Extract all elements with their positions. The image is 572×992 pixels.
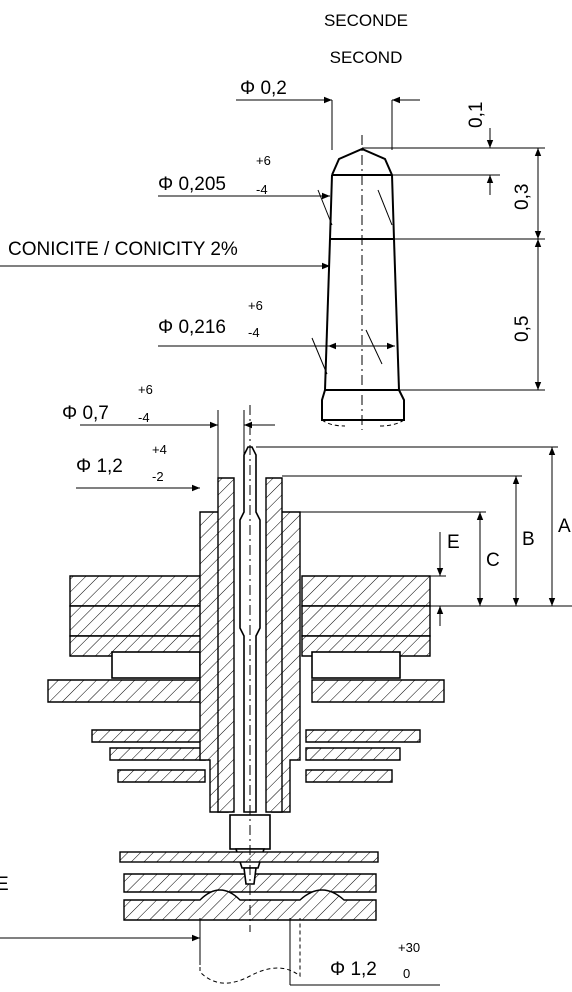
dim-d2-upper: +6 (248, 298, 263, 313)
dim-d3-lower: -4 (138, 410, 150, 425)
dim-cone-height: 0,3 (512, 184, 533, 210)
dim-tip-height: 0,1 (466, 102, 487, 128)
title-line2: SECOND (330, 48, 403, 67)
assembly-section (47, 405, 445, 932)
dim-d1-upper: +6 (256, 153, 271, 168)
pin-tip-detail (321, 135, 405, 430)
title-line1: SECONDE (324, 11, 408, 30)
left-cut-label: E (0, 874, 9, 895)
dim-d1-lower: -4 (256, 182, 268, 197)
dim-d2-lower: -4 (248, 325, 260, 340)
dim-d2-value: Φ 0,216 (158, 317, 226, 338)
dim-d5-value: Φ 1,2 (330, 959, 377, 980)
dim-d4-lower: -2 (152, 469, 164, 484)
height-a: A (558, 516, 571, 537)
dim-body-height: 0,5 (512, 316, 533, 342)
dim-tip-diameter: Φ 0,2 (240, 78, 287, 99)
dim-d4-value: Φ 1,2 (76, 456, 123, 477)
dim-d5-upper: +30 (398, 940, 420, 955)
dim-d3-upper: +6 (138, 382, 153, 397)
dim-d4-upper: +4 (152, 442, 167, 457)
dim-d3-value: Φ 0,7 (62, 403, 109, 424)
dim-d5-lower: 0 (403, 966, 410, 981)
conicity-label: CONICITE / CONICITY 2% (8, 239, 238, 260)
dim-d1-value: Φ 0,205 (158, 174, 226, 195)
height-b: B (522, 529, 535, 550)
height-e: E (447, 532, 460, 553)
height-c: C (486, 550, 500, 571)
